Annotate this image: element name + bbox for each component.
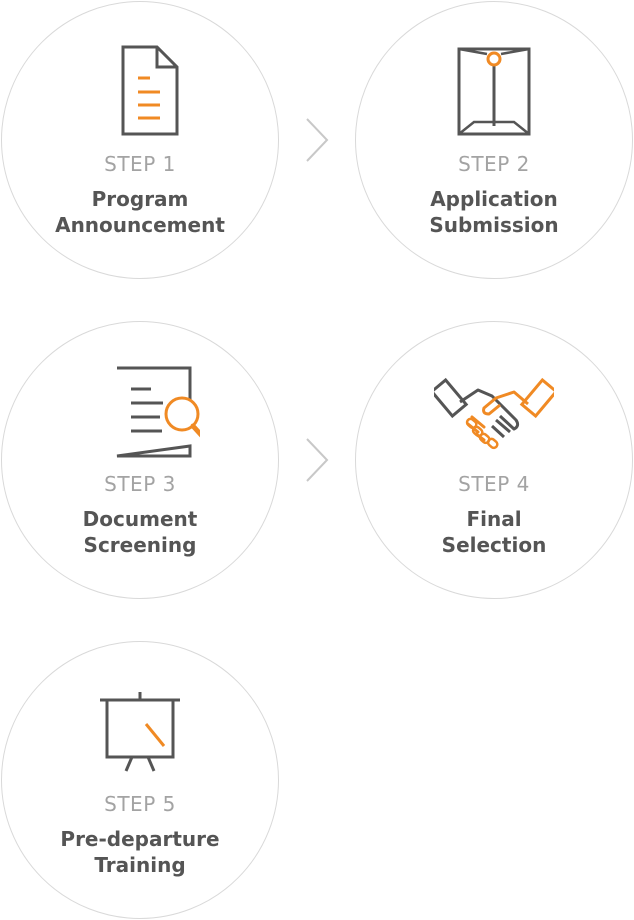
step-label: STEP 2 (458, 152, 530, 176)
step-2-circle: STEP 2 Application Submission (355, 1, 633, 279)
step-title-line: Screening (83, 533, 197, 557)
step-5-circle: STEP 5 Pre-departure Training (1, 641, 279, 919)
handshake-icon (434, 362, 554, 462)
step-label: STEP 5 (104, 792, 176, 816)
step-4-circle: STEP 4 Final Selection (355, 321, 633, 599)
step-title-line: Application (430, 187, 558, 211)
step-title-line: Announcement (55, 213, 225, 237)
step-title-line: Document (82, 507, 198, 531)
presentation-board-icon (80, 682, 200, 782)
step-title: Final Selection (356, 506, 632, 558)
step-title: Document Screening (2, 506, 278, 558)
step-title: Application Submission (356, 186, 632, 238)
chevron-right-icon (303, 435, 333, 485)
step-title-line: Training (94, 853, 186, 877)
document-search-icon (80, 362, 200, 462)
step-title-line: Pre-departure (60, 827, 220, 851)
document-icon (80, 42, 200, 142)
step-title-line: Final (466, 507, 522, 531)
step-label: STEP 4 (458, 472, 530, 496)
step-title: Program Announcement (2, 186, 278, 238)
envelope-icon (434, 42, 554, 142)
step-label: STEP 1 (104, 152, 176, 176)
step-title-line: Selection (441, 533, 547, 557)
step-title-line: Submission (429, 213, 559, 237)
chevron-right-icon (303, 115, 333, 165)
step-3-circle: STEP 3 Document Screening (1, 321, 279, 599)
step-title: Pre-departure Training (2, 826, 278, 878)
step-label: STEP 3 (104, 472, 176, 496)
step-1-circle: STEP 1 Program Announcement (1, 1, 279, 279)
step-title-line: Program (91, 187, 189, 211)
